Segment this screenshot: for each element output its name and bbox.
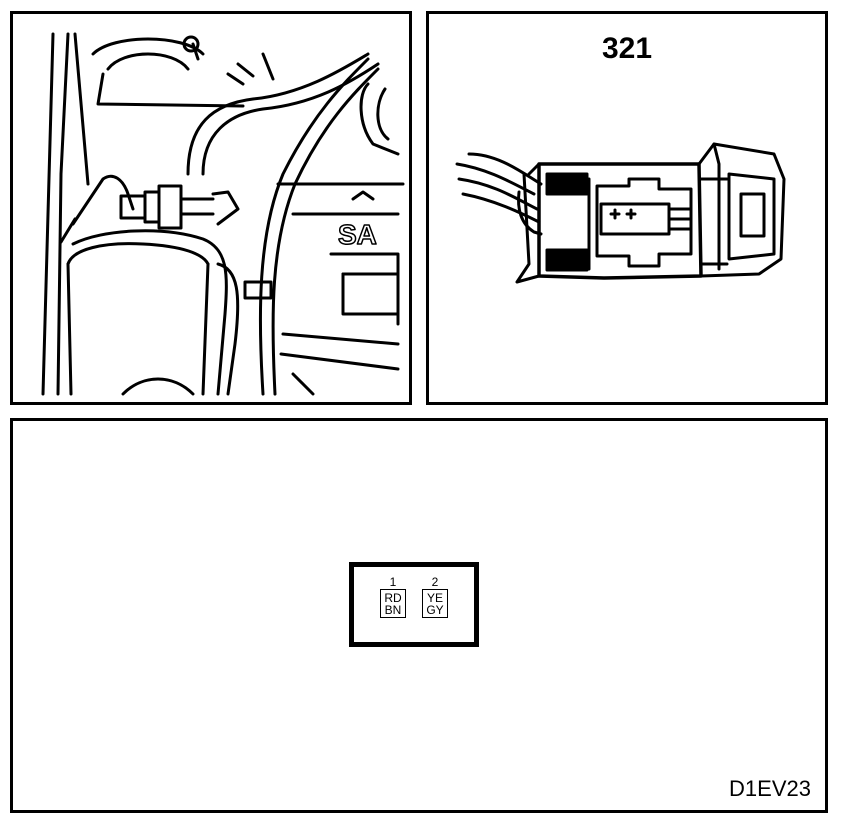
engine-bay-illustration-panel: SA xyxy=(10,11,412,405)
wire-color: RD xyxy=(384,591,402,605)
pin-1: 1 RD BN xyxy=(380,576,406,618)
diagram-code: D1EV23 xyxy=(729,776,811,801)
engine-bay-drawing: SA xyxy=(41,32,405,396)
pinout-panel: 1 RD BN 2 YE GY D1EV23 xyxy=(10,418,828,813)
pin-wire-colors: YE GY xyxy=(422,589,448,618)
wire-color: BN xyxy=(384,603,402,617)
component-number: 321 xyxy=(601,32,653,65)
wire-color: GY xyxy=(426,603,444,617)
connector-drawing xyxy=(455,142,786,284)
wire-color: YE xyxy=(426,591,443,605)
connector-face: 1 RD BN 2 YE GY xyxy=(349,562,479,647)
pin-wire-colors: RD BN xyxy=(380,589,406,618)
connector-illustration-panel: 321 xyxy=(426,11,828,405)
pin-number: 1 xyxy=(389,575,397,589)
pin-number: 2 xyxy=(431,575,439,589)
pin-2: 2 YE GY xyxy=(422,576,448,618)
brand-text: SA xyxy=(338,219,377,250)
